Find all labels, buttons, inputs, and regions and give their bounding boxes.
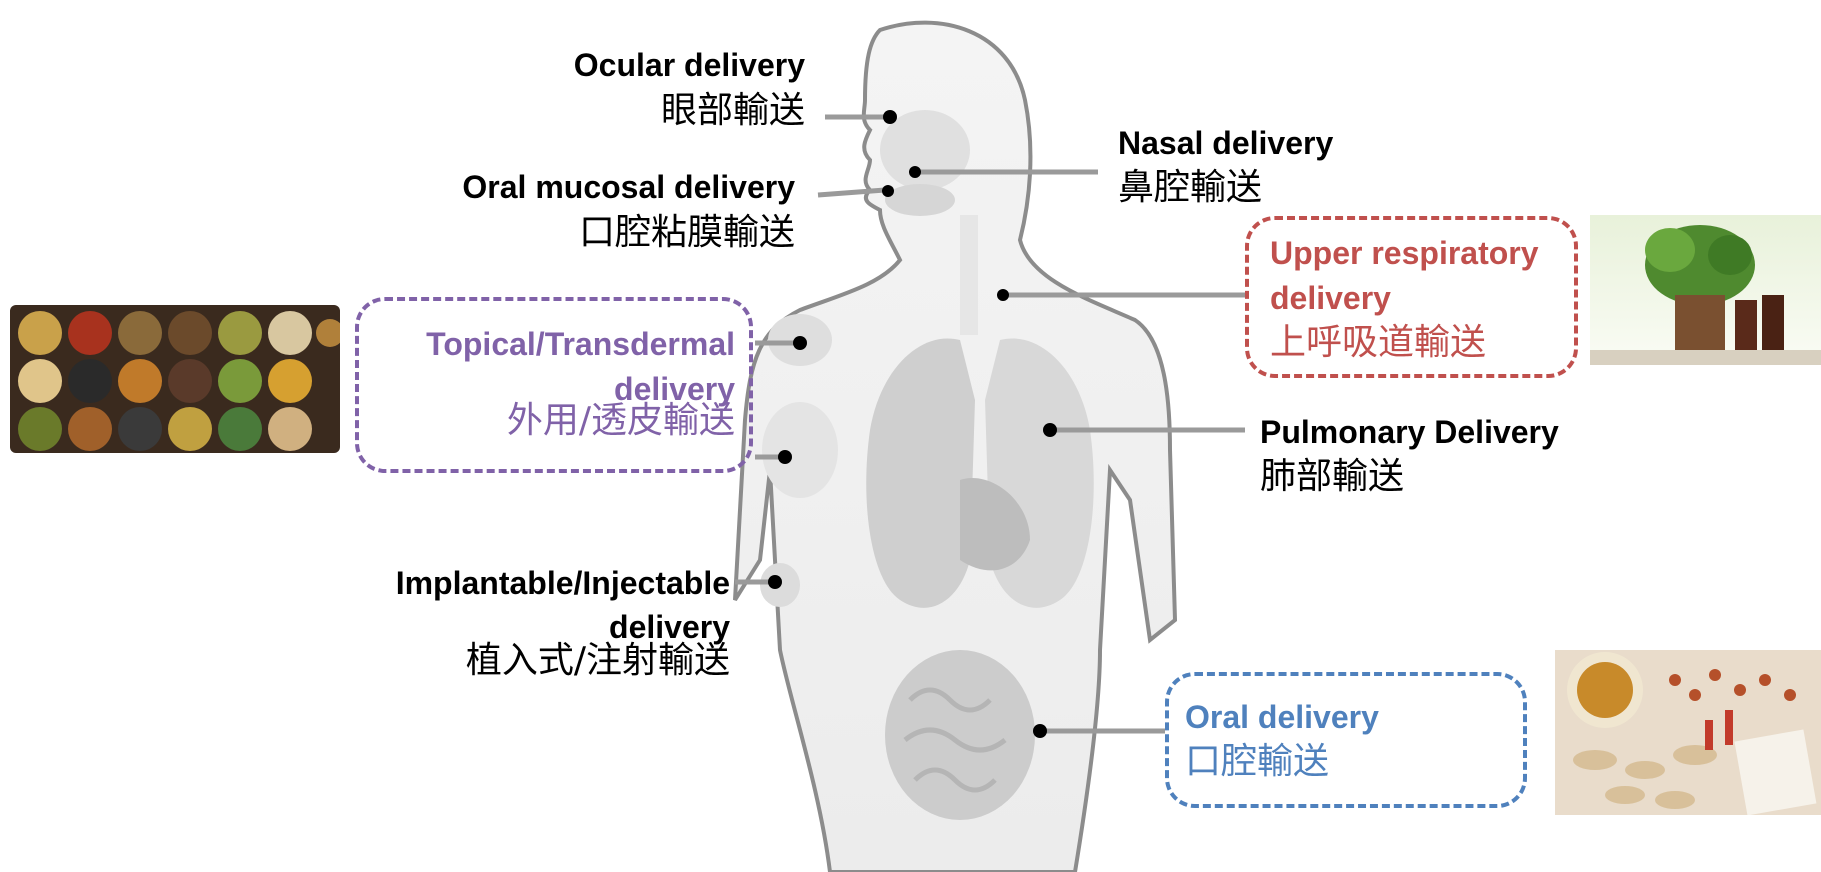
pulmonary-label-zh: 肺部輸送 [1260, 456, 1405, 497]
ocular-label-en: Ocular delivery [573, 47, 805, 83]
dot-implantable [768, 575, 782, 589]
dot-oral-mucosal [882, 185, 894, 197]
dot-pulmonary [1043, 423, 1057, 437]
dot-topical-1 [793, 336, 807, 350]
upper-respiratory-label-en-1: Upper respiratory [1270, 235, 1539, 271]
upper-respiratory-label-en-2: delivery [1270, 280, 1391, 316]
upper-respiratory-box [1245, 216, 1578, 378]
implantable-label-en-1: Implantable/Injectable [395, 565, 730, 601]
potted-herbs-illustration [1590, 225, 1821, 365]
pulmonary-label-en: Pulmonary Delivery [1260, 414, 1559, 450]
topical-box [355, 297, 753, 473]
dot-topical-2 [778, 450, 792, 464]
dot-oral [1033, 724, 1047, 738]
implantable-label-en-2: delivery [609, 609, 730, 645]
left-lung [866, 338, 975, 608]
oral-label-en: Oral delivery [1185, 699, 1379, 735]
topical-label-en-2: delivery [614, 371, 735, 407]
herbs-photo [1590, 215, 1821, 365]
leader-lines [735, 114, 1245, 734]
trachea-shape [960, 215, 978, 335]
dot-ocular [883, 110, 897, 124]
nasal-label-en: Nasal delivery [1118, 125, 1334, 161]
dot-nasal [909, 166, 921, 178]
implantable-label-zh: 植入式/注射輸送 [465, 640, 730, 681]
oral-mucosal-label-zh: 口腔粘膜輸送 [578, 212, 795, 253]
topical-label-en-1: Topical/Transdermal [426, 326, 735, 362]
herbal-ingredients-illustration [1567, 652, 1817, 815]
mouth-shape [885, 184, 955, 216]
herbal-tea-photo [1555, 650, 1821, 815]
oral-label-zh: 口腔輸送 [1185, 741, 1330, 782]
nasal-label-zh: 鼻腔輸送 [1118, 167, 1263, 208]
intestine-folds [903, 687, 1007, 793]
upper-arm-skin-shape [762, 402, 838, 498]
spice-bowls-illustration [18, 311, 340, 451]
leader-dots [768, 110, 1057, 738]
upper-respiratory-label-zh: 上呼吸道輸送 [1270, 322, 1487, 363]
oral-box [1165, 672, 1527, 808]
oral-mucosal-label-en: Oral mucosal delivery [462, 169, 795, 205]
ocular-label-zh: 眼部輸送 [660, 90, 805, 131]
intestines-shape [885, 650, 1035, 820]
dot-upper-respiratory [997, 289, 1009, 301]
spices-photo [10, 305, 340, 453]
topical-label-zh: 外用/透皮輸送 [506, 400, 735, 441]
leader-oral-mucosal [817, 187, 886, 198]
heart-shape [960, 478, 1030, 571]
